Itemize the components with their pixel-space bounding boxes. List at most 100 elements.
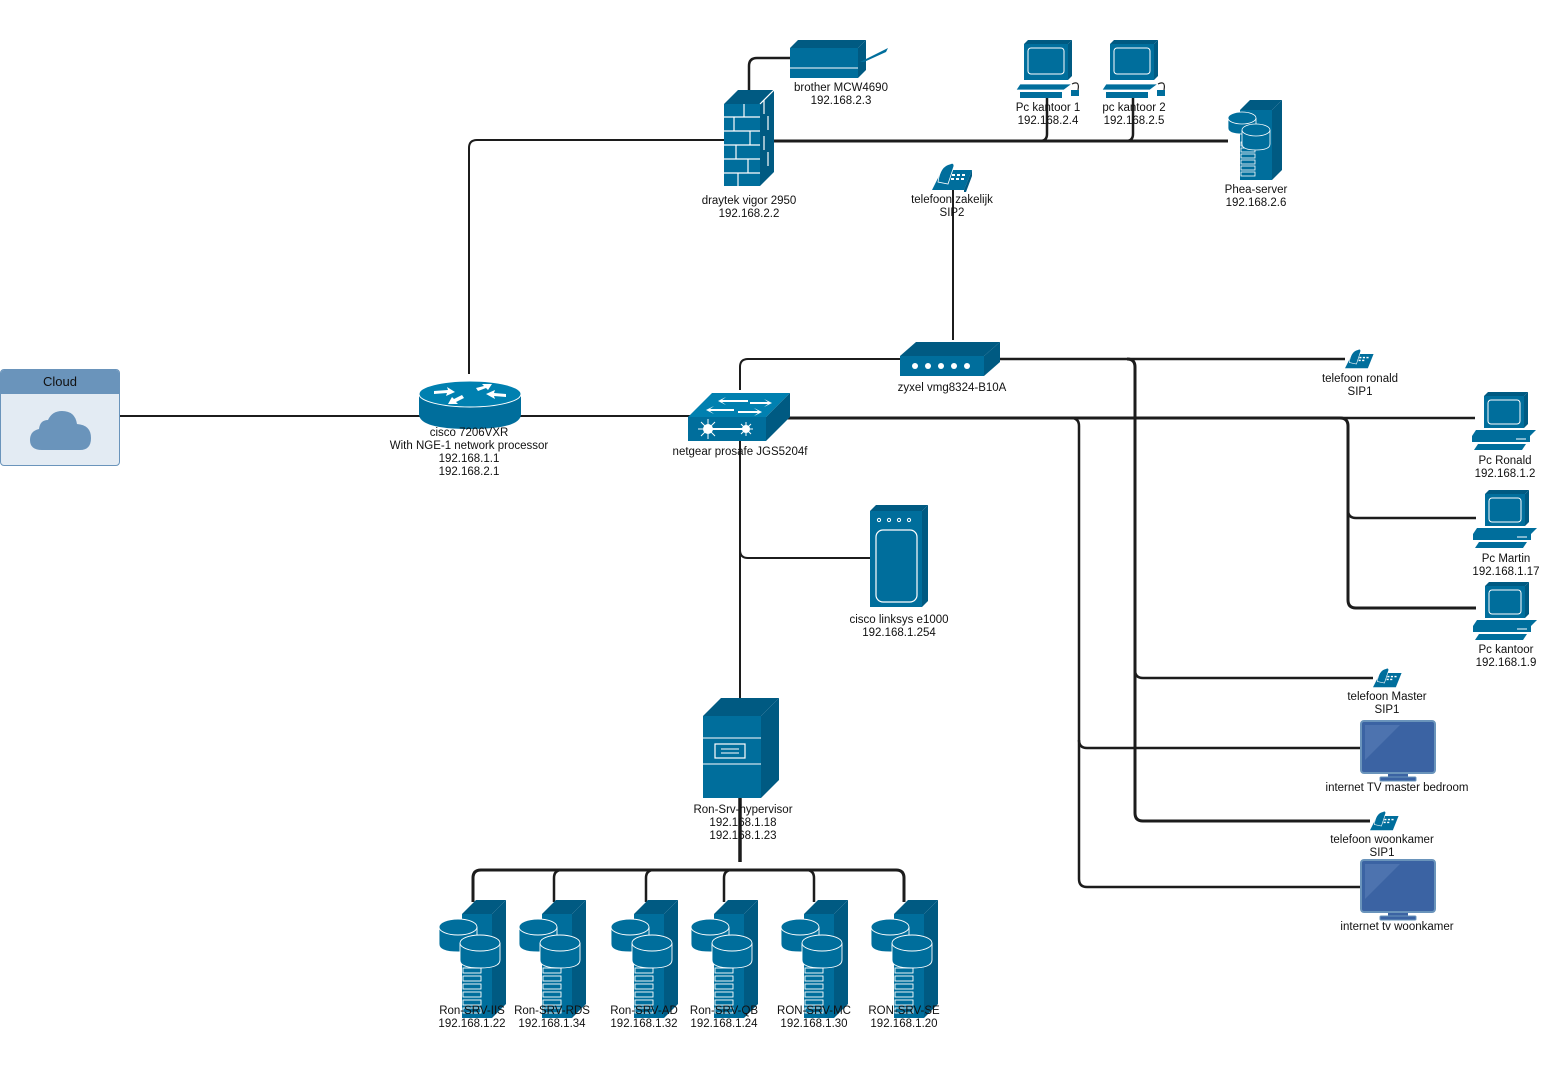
label-line: 192.168.2.2 — [718, 208, 780, 220]
firewall-node[interactable] — [724, 90, 774, 186]
vm-server-node[interactable] — [438, 900, 506, 1018]
label-line: Pc kantoor — [1478, 644, 1534, 656]
router-label: cisco 7206VXR With NGE-1 network process… — [390, 427, 549, 479]
vm-server-node[interactable] — [870, 900, 938, 1018]
pc-martin-label: Pc Martin 192.168.1.17 — [1472, 553, 1539, 579]
tv-master-label: internet TV master bedroom — [1326, 782, 1469, 795]
label-line: 192.168.1.254 — [862, 627, 936, 639]
label-line: internet tv woonkamer — [1340, 921, 1454, 933]
tv-master-node[interactable] — [1360, 720, 1436, 782]
phone-woonkamer-node[interactable] — [1370, 810, 1400, 832]
vm-server-node[interactable] — [690, 900, 758, 1018]
label-line: draytek vigor 2950 — [701, 195, 797, 207]
cloud-title: Cloud — [1, 370, 119, 394]
pc-ronald-label: Pc Ronald 192.168.1.2 — [1475, 455, 1536, 481]
label-line: SIP1 — [1374, 704, 1400, 716]
switch-label: netgear prosafe JGS5204f — [673, 446, 808, 459]
switch-icon — [688, 393, 790, 441]
link-firewall-printer — [747, 56, 792, 95]
database-server-icon — [518, 900, 586, 1018]
link-vm-ad — [644, 868, 655, 902]
vm-ip: 192.168.1.32 — [610, 1018, 678, 1030]
vm-ip: 192.168.1.34 — [518, 1018, 586, 1030]
hypervisor-node[interactable] — [703, 698, 779, 798]
phone-zakelijk-label: telefoon zakelijk SIP2 — [911, 194, 993, 220]
phone-woonkamer-label: telefoon woonkamer SIP1 — [1330, 834, 1434, 860]
vm-name: RON-SRV-MC — [777, 1005, 851, 1017]
pc-kantoor-2-node[interactable] — [1102, 40, 1170, 100]
pc-icon — [1473, 582, 1537, 640]
label-line: 192.168.2.4 — [1017, 115, 1079, 127]
printer-node[interactable] — [790, 40, 890, 78]
vm-server-node[interactable] — [518, 900, 586, 1018]
firewall-label: draytek vigor 2950 192.168.2.2 — [702, 195, 797, 221]
tv-woonkamer-node[interactable] — [1360, 859, 1436, 921]
label-line: 192.168.1.9 — [1475, 657, 1537, 669]
pc-icon — [1472, 392, 1536, 450]
vm-name: RON-SRV-SE — [868, 1005, 940, 1017]
pc-kantoor-label: Pc kantoor 192.168.1.9 — [1476, 644, 1537, 670]
database-server-icon — [780, 900, 848, 1018]
server-tower-icon — [703, 698, 779, 798]
label-line: 192.168.1.18 — [709, 817, 777, 829]
label-line: SIP1 — [1347, 386, 1373, 398]
modem-icon — [900, 342, 1000, 376]
label-line: 192.168.2.6 — [1225, 197, 1287, 209]
switch-node[interactable] — [688, 391, 792, 441]
modem-node[interactable] — [900, 340, 1002, 378]
label-line: telefoon ronald — [1321, 373, 1399, 385]
label-line: SIP2 — [939, 207, 965, 219]
link-vm-rds — [552, 868, 563, 902]
vm-server-node[interactable] — [780, 900, 848, 1018]
phone-master-node[interactable] — [1373, 667, 1403, 689]
link-bus-pc-martin — [1346, 509, 1476, 520]
phea-server-node[interactable] — [1228, 100, 1284, 180]
vm-ip: 192.168.1.24 — [690, 1018, 758, 1030]
vm-ip: 192.168.1.22 — [438, 1018, 506, 1030]
ip-phone-icon — [1373, 667, 1402, 688]
printer-label: brother MCW4690 192.168.2.3 — [794, 82, 888, 108]
phone-ronald-node[interactable] — [1345, 348, 1375, 370]
label-line: cisco 7206VXR — [429, 427, 509, 439]
link-vm-qb — [722, 868, 733, 902]
pc-ronald-node[interactable] — [1472, 392, 1540, 452]
link-bus-pc-kantoor1 — [1039, 98, 1049, 143]
linksys-node[interactable] — [870, 505, 928, 607]
pc-kantoor-1-label: Pc kantoor 1 192.168.2.4 — [1016, 102, 1081, 128]
label-line: 192.168.1.1 — [438, 453, 500, 465]
pc-martin-node[interactable] — [1473, 490, 1541, 550]
link-bus-tv-woonkamer — [1070, 416, 1360, 889]
label-line: 192.168.2.5 — [1103, 115, 1165, 127]
linksys-label: cisco linksys e1000 192.168.1.254 — [849, 614, 948, 640]
label-line: cisco linksys e1000 — [849, 614, 949, 626]
label-line: Pc kantoor 1 — [1015, 102, 1081, 114]
pc-kantoor-node[interactable] — [1473, 582, 1541, 642]
ip-phone-icon — [932, 162, 972, 192]
link-phone-master — [1133, 669, 1373, 680]
link-modem-phones — [1126, 357, 1370, 823]
pc-icon — [1102, 40, 1165, 98]
database-server-icon — [610, 900, 678, 1018]
label-line: telefoon Master — [1347, 691, 1427, 703]
label-line: pc kantoor 2 — [1102, 102, 1166, 114]
link-bus-tv-master — [1077, 739, 1360, 750]
label-line: SIP1 — [1369, 847, 1395, 859]
phea-server-label: Phea-server 192.168.2.6 — [1225, 184, 1288, 210]
phone-zakelijk-node[interactable] — [932, 162, 974, 192]
router-node[interactable] — [418, 380, 522, 430]
printer-icon — [790, 40, 888, 78]
router-icon — [418, 380, 522, 429]
label-line: Pc Martin — [1481, 553, 1531, 565]
cloud-node[interactable]: Cloud — [0, 369, 120, 466]
ip-phone-icon — [1370, 810, 1399, 831]
tv-icon — [1360, 859, 1436, 921]
pc-kantoor-1-node[interactable] — [1016, 40, 1084, 100]
phone-ronald-label: telefoon ronald SIP1 — [1322, 373, 1398, 399]
modem-label: zyxel vmg8324-B10A — [898, 382, 1007, 395]
vm-server-node[interactable] — [610, 900, 678, 1018]
vm-name: Ron-SRV-RDS — [514, 1005, 590, 1017]
label-line: telefoon woonkamer — [1330, 834, 1434, 846]
label-line: netgear prosafe JGS5204f — [672, 446, 808, 458]
vm-ip: 192.168.1.20 — [870, 1018, 938, 1030]
